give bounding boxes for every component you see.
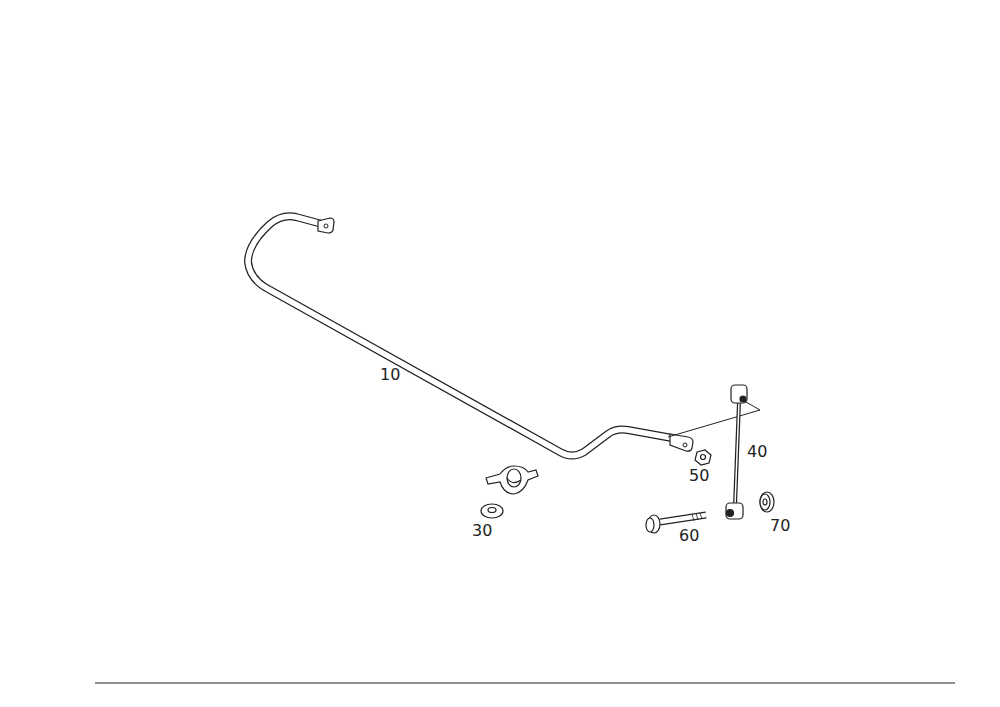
callout-number: 60 — [679, 528, 699, 544]
callout-number: 50 — [689, 468, 709, 484]
callout-number: 30 — [472, 523, 492, 539]
callout-number: 10 — [380, 367, 400, 383]
nut — [760, 492, 774, 512]
coupling-link — [726, 385, 747, 519]
callout-number: 70 — [770, 518, 790, 534]
page-rule — [95, 682, 955, 683]
stabilizer-bar — [248, 216, 672, 455]
nut — [481, 504, 503, 518]
bushing-bracket — [486, 466, 538, 494]
callout-number: 40 — [747, 444, 767, 460]
nut — [695, 450, 711, 465]
